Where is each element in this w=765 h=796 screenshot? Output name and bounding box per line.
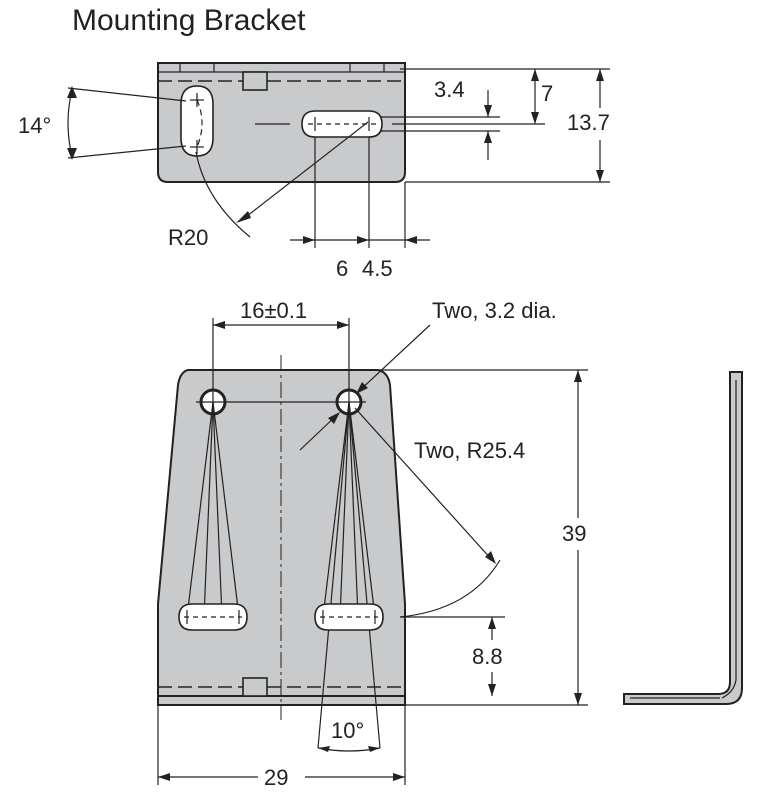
top-view-plate <box>157 62 406 183</box>
vertical-slot <box>180 85 214 157</box>
holes-note-label: Two, 3.2 dia. <box>432 298 557 323</box>
angle-14-label: 14° <box>18 113 51 138</box>
page-title: Mounting Bracket <box>72 4 306 37</box>
dim-4-5-label: 4.5 <box>362 256 393 281</box>
width-29-label: 29 <box>264 765 288 790</box>
height-39-label: 39 <box>562 521 586 546</box>
angle-10-label: 10° <box>331 718 364 743</box>
dim-8-8-label: 8.8 <box>472 644 503 669</box>
front-view: 16±0.1 Two, 3.2 dia. Two, R25.4 39 8.8 1… <box>157 298 588 790</box>
dim-3-4-label: 3.4 <box>434 77 465 102</box>
side-view-profile <box>623 371 743 705</box>
top-view-tab <box>242 71 268 91</box>
dim-13-7-label: 13.7 <box>567 110 610 135</box>
horizontal-slot <box>301 110 383 138</box>
hole-spacing-label: 16±0.1 <box>240 298 307 323</box>
dim-6-label: 6 <box>336 256 348 281</box>
side-view <box>623 371 743 705</box>
radius-r20-label: R20 <box>168 225 208 250</box>
dim-7-label: 7 <box>541 81 553 106</box>
top-view: 14° R20 3.4 7 13.7 6 4.5 <box>18 62 610 281</box>
radius-note-label: Two, R25.4 <box>414 438 525 463</box>
front-view-tab <box>242 677 268 697</box>
